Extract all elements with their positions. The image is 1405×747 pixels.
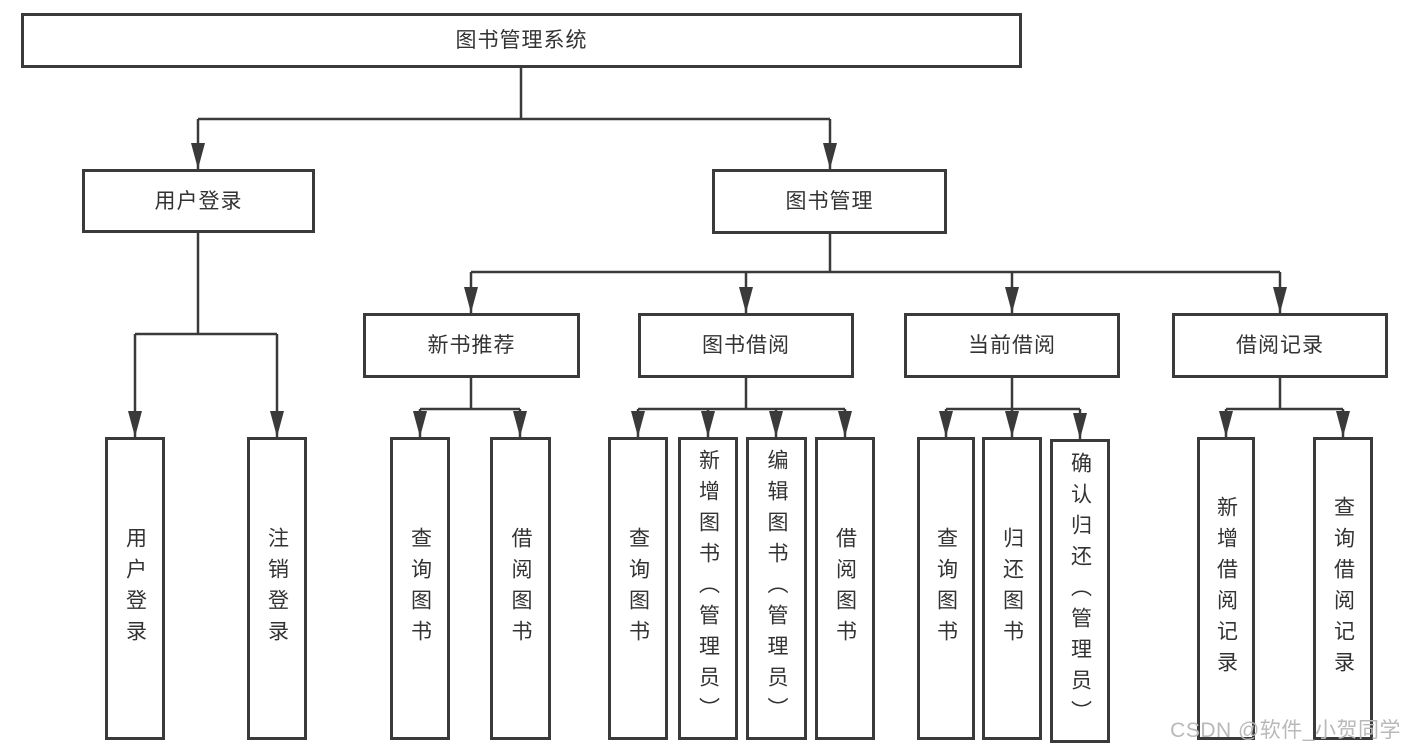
node-label: 新增借阅记录 [1214,495,1238,682]
node-book-borrow: 图书借阅 [638,313,854,378]
node-label: 新书推荐 [427,334,516,357]
arrowhead-icon [1336,411,1350,437]
node-label: 用户登录 [154,189,243,213]
node-label: 借阅记录 [1236,334,1324,357]
node-label: 图书借阅 [702,334,790,357]
arrowhead-icon [701,411,715,437]
node-leaf-query-book-3: 查询图书 [917,437,975,740]
arrowhead-icon [838,411,852,437]
node-label: 新增图书（管理员） [696,449,720,728]
node-leaf-query-borrow-record: 查询借阅记录 [1313,437,1373,740]
arrowhead-icon [513,411,527,437]
node-new-book-recommend: 新书推荐 [363,313,580,378]
arrowhead-icon [769,411,783,437]
arrowhead-icon [1005,287,1019,313]
node-leaf-user-login: 用户登录 [105,437,165,740]
arrowhead-icon [128,411,142,437]
arrowhead-icon [631,411,645,437]
node-label: 注销登录 [265,526,289,651]
node-label: 查询图书 [408,526,432,651]
node-current-borrow: 当前借阅 [904,313,1120,378]
node-leaf-query-book-2: 查询图书 [608,437,668,740]
arrowhead-icon [464,287,478,313]
node-leaf-add-borrow-record: 新增借阅记录 [1197,437,1255,740]
arrowhead-icon [939,411,953,437]
node-leaf-add-book: 新增图书（管理员） [678,437,738,740]
node-user-login: 用户登录 [82,169,315,233]
arrowhead-icon [270,411,284,437]
node-leaf-borrow-book-1: 借阅图书 [490,437,551,740]
node-leaf-confirm-return: 确认归还（管理员） [1050,439,1110,743]
watermark: CSDN @软件_小贺同学 [1170,719,1401,742]
node-leaf-query-book-1: 查询图书 [390,437,450,740]
node-label: 借阅图书 [833,526,857,651]
node-label: 借阅图书 [509,526,532,651]
arrowhead-icon [1073,413,1087,439]
node-leaf-edit-book: 编辑图书（管理员） [746,437,807,740]
node-label: 编辑图书（管理员） [765,449,788,728]
node-root: 图书管理系统 [21,13,1022,68]
node-label: 查询图书 [626,526,650,651]
node-label: 确认归还（管理员） [1068,451,1092,731]
arrowhead-icon [1219,411,1233,437]
arrowhead-icon [191,143,205,169]
node-leaf-logout: 注销登录 [247,437,307,740]
arrowhead-icon [413,411,427,437]
node-leaf-return-book: 归还图书 [982,437,1042,740]
node-label: 查询图书 [934,526,958,651]
node-label: 用户登录 [123,526,147,651]
arrowhead-icon [823,143,837,169]
arrowhead-icon [1273,287,1287,313]
node-label: 图书管理系统 [455,29,588,52]
node-label: 图书管理 [785,190,874,213]
node-label: 归还图书 [1000,526,1024,651]
node-borrow-records: 借阅记录 [1172,313,1388,378]
node-leaf-borrow-book-2: 借阅图书 [815,437,875,740]
node-book-mgmt: 图书管理 [712,169,947,234]
node-label: 当前借阅 [968,334,1056,357]
node-label: 查询借阅记录 [1331,495,1355,682]
arrowhead-icon [1005,411,1019,437]
arrowhead-icon [739,287,753,313]
